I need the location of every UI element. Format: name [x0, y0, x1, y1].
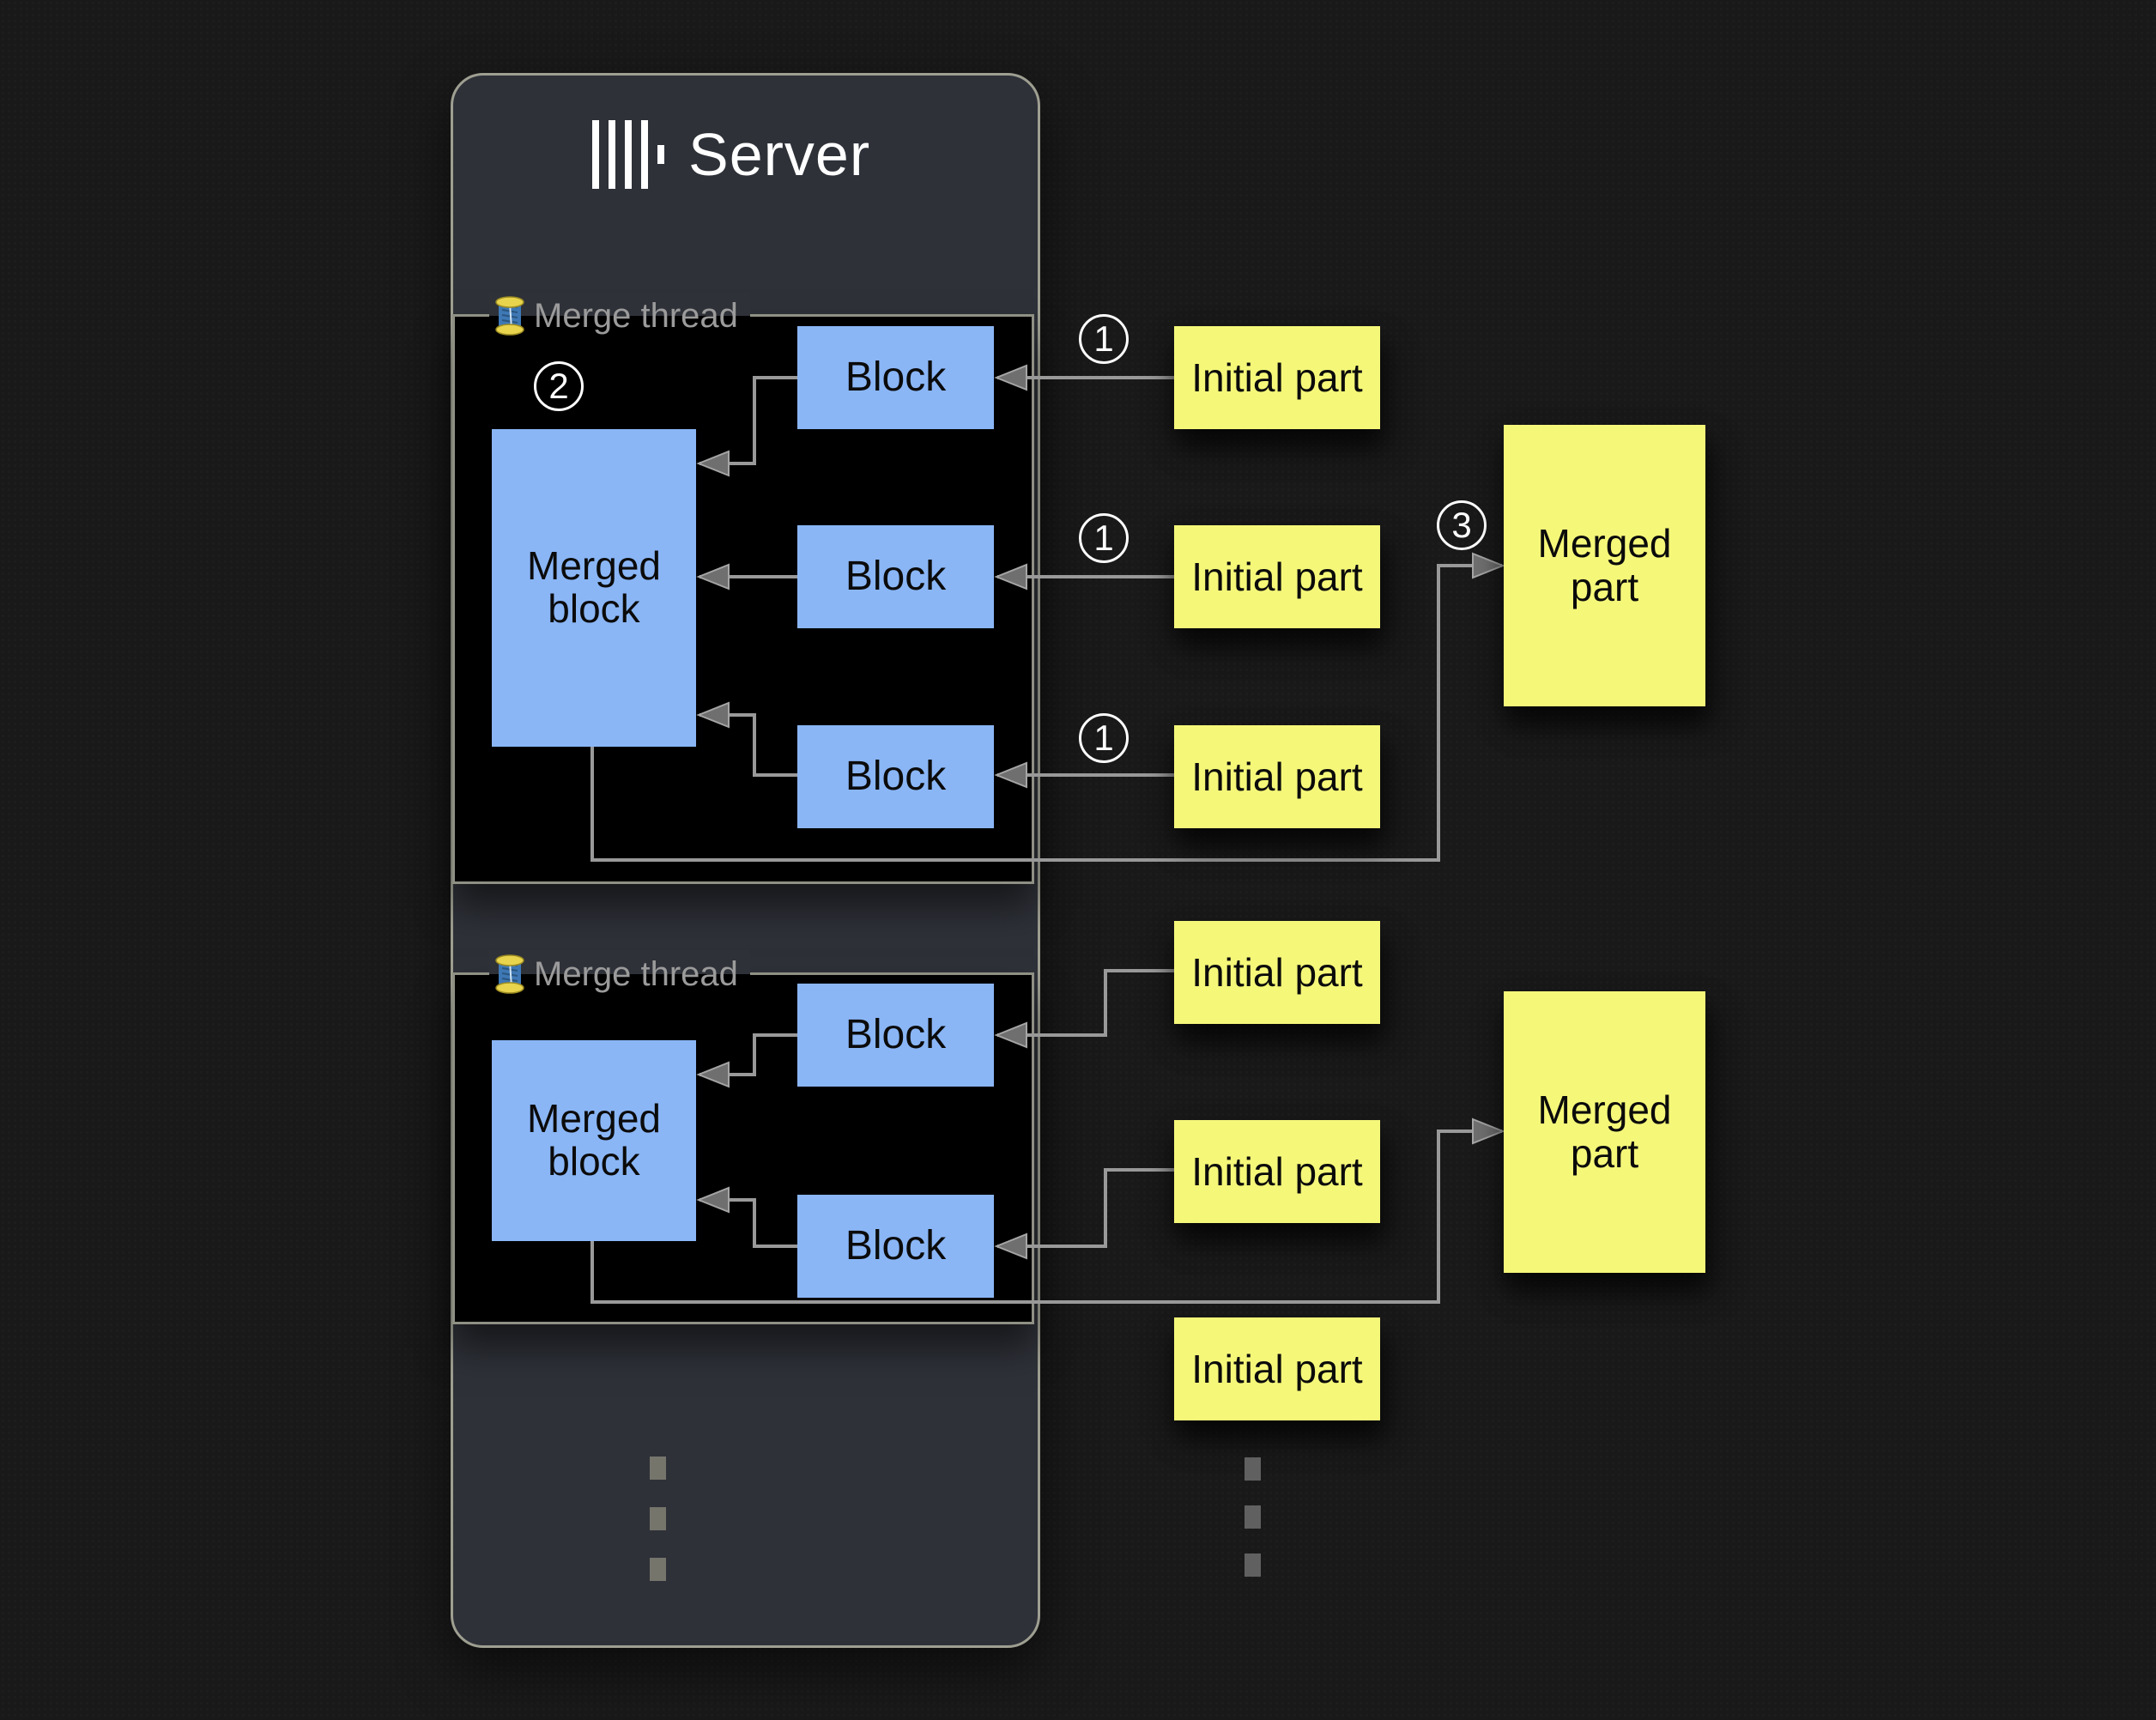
initial-part: Initial part	[1174, 921, 1380, 1024]
initial-part: Initial part	[1174, 725, 1380, 828]
thread-spool-icon	[495, 296, 524, 336]
step-badge-1: 1	[1079, 713, 1129, 763]
initial-part: Initial part	[1174, 1120, 1380, 1223]
block: Block	[797, 1195, 994, 1298]
block: Block	[797, 525, 994, 628]
clickhouse-logo-icon	[609, 120, 615, 189]
initial-part: Initial part	[1174, 525, 1380, 628]
thread-spool-icon	[495, 954, 524, 994]
block: Block	[797, 326, 994, 429]
step-badge-3: 3	[1437, 500, 1487, 550]
initial-part: Initial part	[1174, 326, 1380, 429]
initial-part: Initial part	[1174, 1317, 1380, 1420]
clickhouse-logo-icon	[641, 120, 648, 189]
merge-thread-label-2: Merge thread	[489, 950, 750, 998]
clickhouse-logo-icon	[657, 145, 664, 164]
step-badge-1: 1	[1079, 314, 1129, 364]
block: Block	[797, 984, 994, 1087]
step-badge-2: 2	[534, 361, 584, 411]
merged-part: Merged part	[1504, 425, 1705, 706]
step-badge-1: 1	[1079, 513, 1129, 563]
merged-block: Merged block	[492, 429, 696, 747]
merged-block: Merged block	[492, 1040, 696, 1241]
merge-thread-label-text: Merge thread	[534, 954, 738, 993]
clickhouse-logo-icon	[625, 120, 632, 189]
server-title: Server	[688, 121, 871, 188]
server-header	[592, 120, 664, 189]
merge-thread-label-text: Merge thread	[534, 296, 738, 335]
block: Block	[797, 725, 994, 828]
merged-part: Merged part	[1504, 991, 1705, 1273]
vertical-ellipsis-icon	[1245, 1457, 1261, 1602]
clickhouse-logo-icon	[592, 120, 599, 189]
vertical-ellipsis-icon	[650, 1457, 666, 1608]
merge-thread-label-1: Merge thread	[489, 292, 750, 340]
